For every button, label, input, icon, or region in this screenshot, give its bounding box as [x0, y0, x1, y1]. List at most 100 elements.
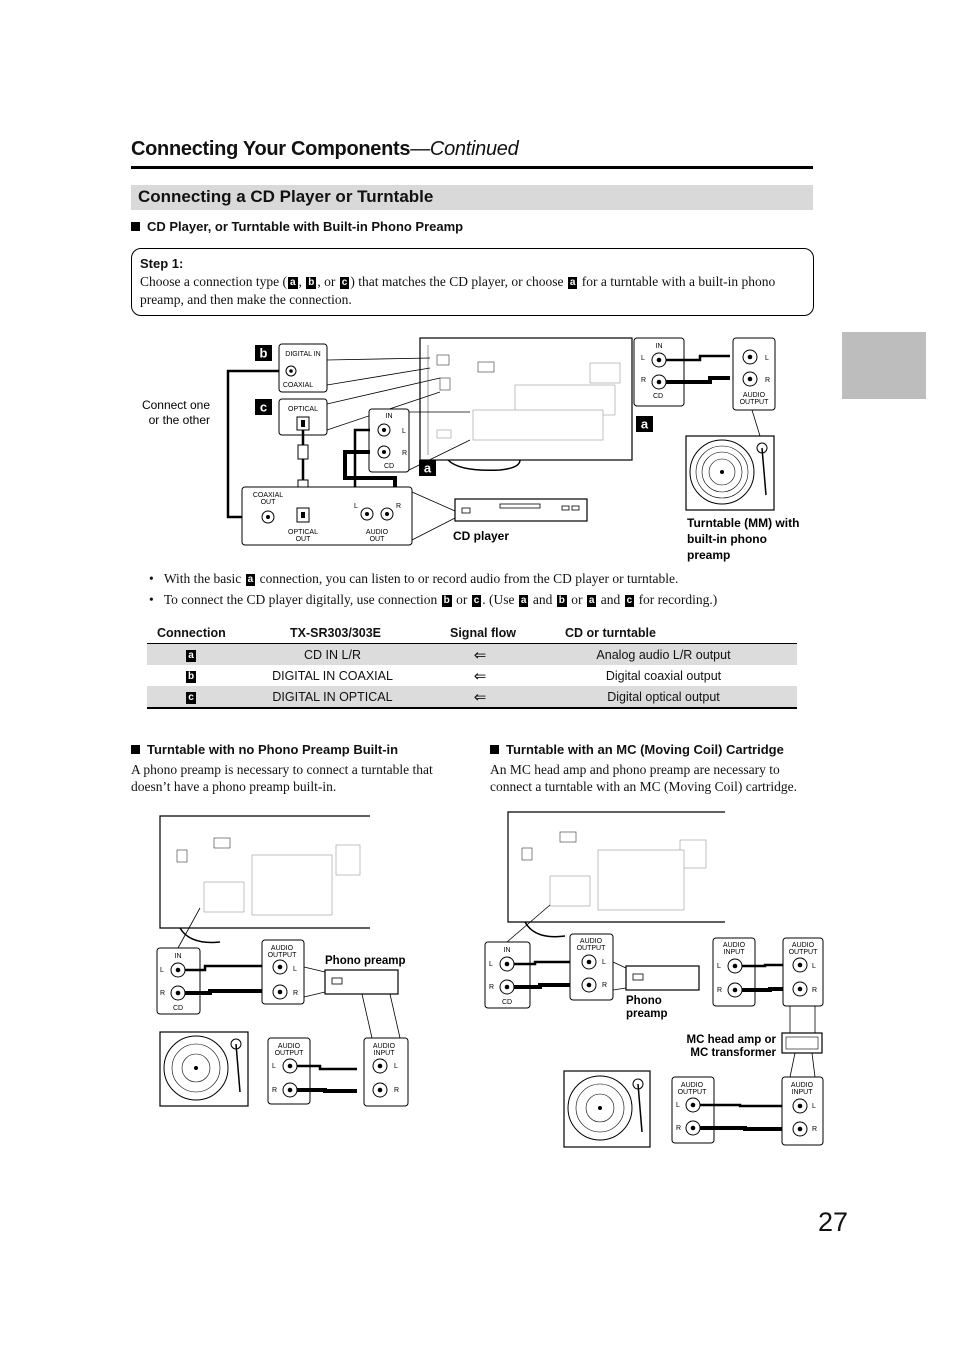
mc-head-amp-output-callout: AUDIO OUTPUT L R — [782, 937, 824, 1033]
receiver-rear-panel — [507, 811, 725, 938]
svg-text:OUTPUT: OUTPUT — [275, 1050, 305, 1057]
svg-text:R: R — [765, 377, 770, 384]
svg-text:R: R — [812, 987, 817, 994]
label-b: b — [255, 345, 272, 361]
svg-text:CD: CD — [173, 1005, 183, 1012]
turntable-illustration — [563, 1070, 651, 1148]
svg-text:OUTPUT: OUTPUT — [577, 945, 607, 952]
turntable-audio-output-callout: AUDIO OUTPUT L R — [671, 1076, 715, 1144]
turntable-illustration — [685, 435, 775, 511]
mc-head-amp-input-callout: AUDIO INPUT L R — [781, 1052, 824, 1146]
svg-text:L: L — [489, 961, 493, 968]
phono-preamp-label-line2: preamp — [626, 1008, 668, 1020]
table-row: c DIGITAL IN OPTICAL ⇐ Digital optical o… — [147, 686, 797, 709]
svg-text:L: L — [160, 967, 164, 974]
svg-text:INPUT: INPUT — [374, 1050, 396, 1057]
svg-text:IN: IN — [656, 343, 663, 350]
cd-in-callout: IN L R CD — [368, 408, 471, 473]
svg-text:L: L — [717, 963, 721, 970]
turntable-audio-output-callout: AUDIO OUTPUT L R — [267, 1037, 311, 1105]
svg-text:CD: CD — [653, 393, 663, 400]
label-a-left: a — [419, 460, 436, 476]
svg-text:OUT: OUT — [261, 499, 277, 506]
receiver-rear-panel — [419, 337, 633, 472]
no-phono-diagram: IN L R CD AUDIO OUTPUT L R Phono preamp … — [156, 815, 409, 1107]
mc-cartridge-body: An MC head amp and phono preamp are nece… — [490, 762, 798, 794]
phono-preamp-output-callout: AUDIO OUTPUT L R — [261, 939, 326, 1005]
svg-text:L: L — [641, 355, 645, 362]
svg-text:OUTPUT: OUTPUT — [678, 1089, 708, 1096]
page-number: 27 — [817, 1207, 848, 1237]
svg-text:R: R — [489, 984, 494, 991]
title-continued: —Continued — [410, 138, 519, 160]
svg-text:R: R — [396, 503, 401, 510]
svg-text:OUTPUT: OUTPUT — [268, 952, 298, 959]
svg-text:L: L — [394, 1063, 398, 1070]
svg-text:CD: CD — [502, 999, 512, 1006]
cd-turntable-connection-diagram: b c a a Connect one or the other DIGITAL… — [142, 337, 799, 562]
svg-text:OPTICAL: OPTICAL — [288, 406, 318, 413]
phono-preamp-illustration — [324, 969, 399, 995]
svg-text:OUTPUT: OUTPUT — [789, 949, 819, 956]
mc-label-line1: MC head amp or — [687, 1034, 777, 1046]
receiver-rear-panel — [159, 815, 370, 944]
mc-cartridge-diagram: IN L R CD AUDIO OUTPUT L R Phono preamp … — [484, 811, 824, 1148]
cd-player-illustration — [454, 498, 588, 522]
bullet-basic-connection: • With the basic a connection, you can l… — [149, 571, 679, 586]
svg-text:OUT: OUT — [370, 536, 386, 543]
svg-text:R: R — [717, 987, 722, 994]
svg-text:OPTICAL: OPTICAL — [288, 529, 318, 536]
turntable-label-line3: preamp — [687, 548, 730, 562]
connection-table: Connection TX-SR303/303E Signal flow CD … — [147, 624, 797, 709]
svg-text:L: L — [354, 503, 358, 510]
svg-text:L: L — [293, 966, 297, 973]
svg-text:R: R — [293, 990, 298, 997]
phono-preamp-input-callout: AUDIO INPUT L R — [361, 993, 409, 1107]
svg-text:R: R — [676, 1125, 681, 1132]
svg-text:L: L — [676, 1102, 680, 1109]
receiver-cd-in-callout: IN L R CD — [633, 337, 685, 407]
svg-text:R: R — [394, 1087, 399, 1094]
svg-text:b: b — [260, 346, 268, 361]
svg-text:INPUT: INPUT — [792, 1089, 814, 1096]
svg-text:AUDIO: AUDIO — [681, 1082, 704, 1089]
table-row: a CD IN L/R ⇐ Analog audio L/R output — [147, 643, 797, 665]
svg-text:AUDIO: AUDIO — [271, 945, 294, 952]
table-header-row: Connection TX-SR303/303E Signal flow CD … — [147, 624, 797, 644]
connect-note-line1: Connect one — [142, 398, 210, 412]
chapter-tab — [842, 332, 926, 399]
phono-preamp-label-line1: Phono — [626, 995, 662, 1007]
svg-text:a: a — [641, 417, 649, 432]
svg-text:OUTPUT: OUTPUT — [740, 399, 770, 406]
turntable-label-line2: built-in phono — [687, 532, 767, 546]
title-rule — [131, 166, 813, 169]
svg-text:R: R — [402, 450, 407, 457]
col-source: CD or turntable — [530, 624, 797, 644]
svg-text:AUDIO: AUDIO — [792, 942, 815, 949]
phono-preamp-output-callout: AUDIO OUTPUT L R — [569, 933, 627, 1001]
receiver-cd-in-callout: IN L R CD — [484, 904, 551, 1009]
svg-text:R: R — [812, 1126, 817, 1133]
svg-text:OUT: OUT — [296, 536, 312, 543]
svg-text:L: L — [765, 355, 769, 362]
phono-preamp-label: Phono preamp — [325, 955, 406, 967]
svg-text:R: R — [641, 377, 646, 384]
svg-text:R: R — [272, 1087, 277, 1094]
svg-text:L: L — [272, 1063, 276, 1070]
svg-text:R: R — [602, 982, 607, 989]
connect-note-line2: or the other — [149, 413, 210, 427]
turntable-audio-output-callout: L R AUDIO OUTPUT — [732, 337, 776, 437]
svg-text:c: c — [260, 400, 267, 415]
svg-text:AUDIO: AUDIO — [723, 942, 746, 949]
table-row: b DIGITAL IN COAXIAL ⇐ Digital coaxial o… — [185, 667, 722, 685]
svg-text:AUDIO: AUDIO — [791, 1082, 814, 1089]
phono-preamp-illustration — [625, 965, 700, 991]
step-body: Choose a connection type (a, b, or c) th… — [140, 274, 776, 307]
svg-text:IN: IN — [175, 953, 182, 960]
svg-text:AUDIO: AUDIO — [278, 1043, 301, 1050]
step-box: Step 1: Choose a connection type (a, b, … — [131, 248, 814, 316]
svg-text:IN: IN — [504, 947, 511, 954]
phono-preamp-input-callout: AUDIO INPUT L R — [712, 937, 756, 1007]
svg-text:L: L — [402, 428, 406, 435]
cd-player-label: CD player — [453, 529, 509, 543]
